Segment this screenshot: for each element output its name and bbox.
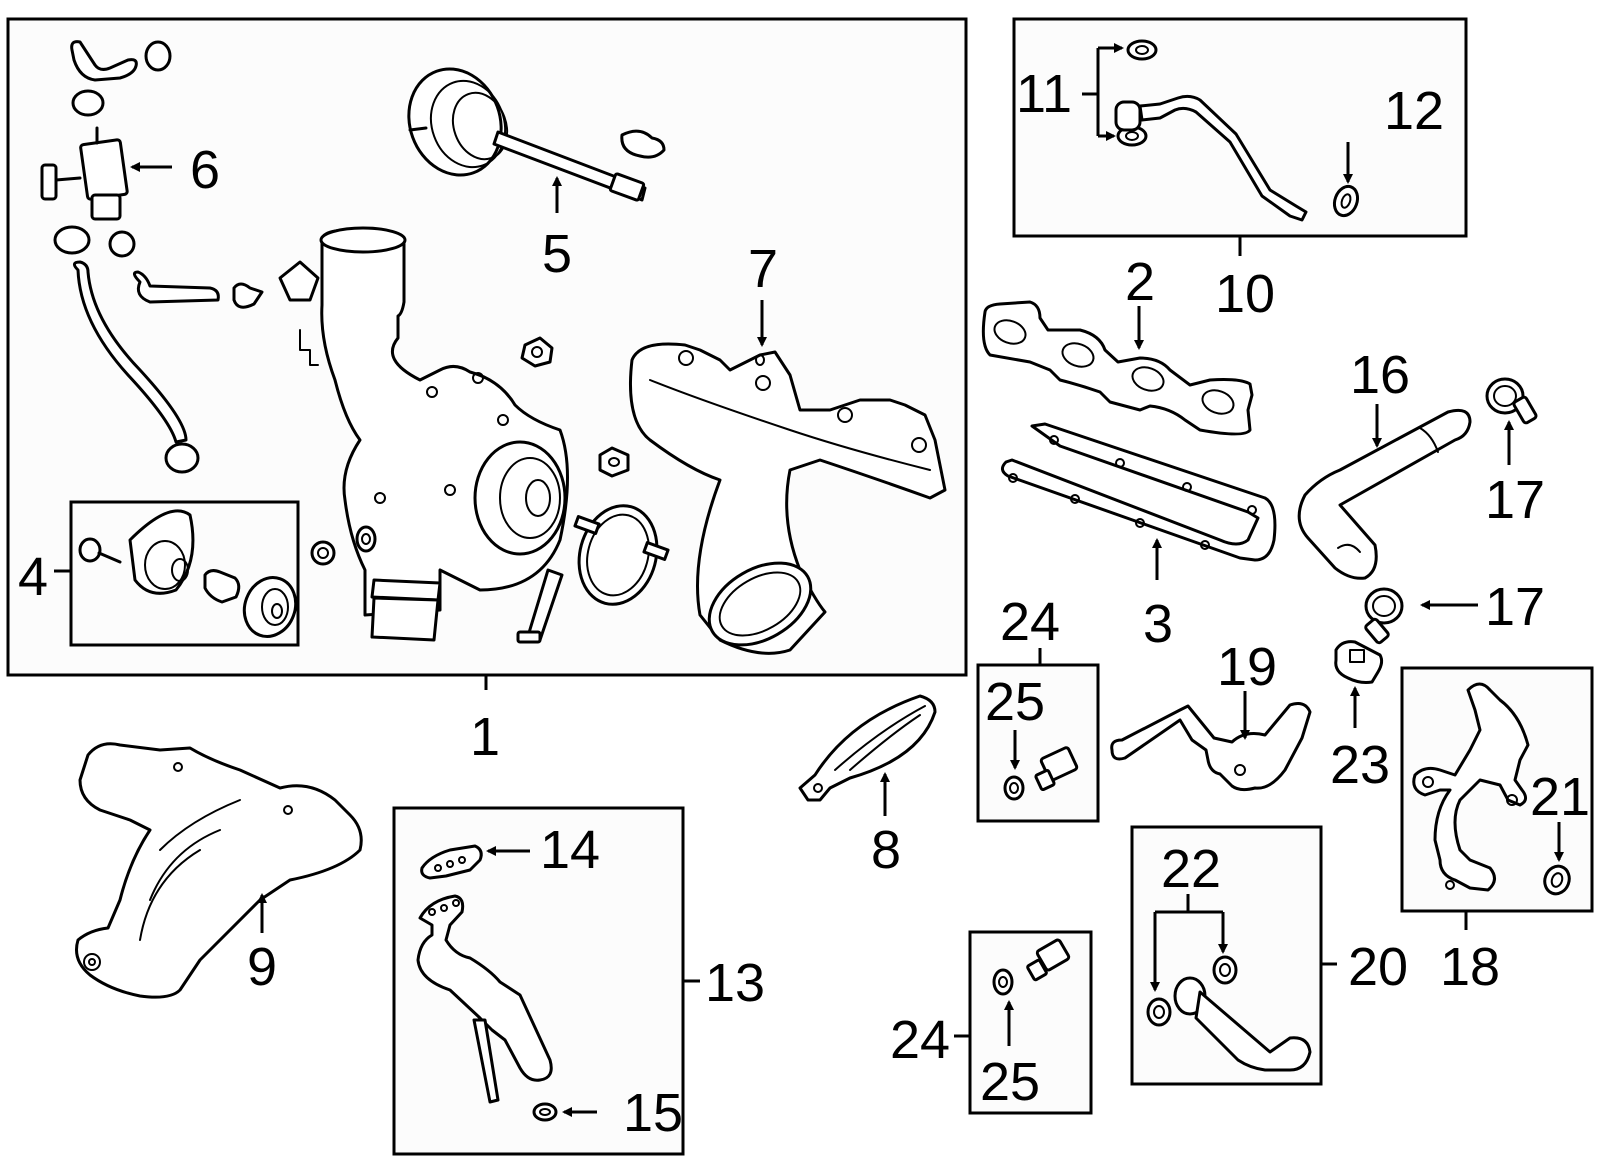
callout-21: 21 xyxy=(1530,767,1590,827)
turbo-outlet-gasket xyxy=(573,504,670,606)
callout-14: 14 xyxy=(540,820,600,880)
callout-22: 22 xyxy=(1161,839,1221,899)
hose-clamps-left xyxy=(53,225,264,474)
callout-11: 11 xyxy=(1016,64,1072,124)
part-17-hose-clamp-lower xyxy=(1364,587,1404,645)
group-box-10: 10 11 12 xyxy=(1012,17,1468,324)
part-7-exhaust-manifold xyxy=(628,342,947,655)
group-box-4: 4 xyxy=(18,500,300,647)
part-17-hose-clamp-upper xyxy=(1485,377,1538,425)
part-9-turbo-heat-shield xyxy=(75,742,363,999)
callout-1: 1 xyxy=(470,707,500,767)
callout-12: 12 xyxy=(1384,81,1444,141)
callout-8: 8 xyxy=(871,820,901,880)
vacuum-hose-upper xyxy=(70,40,172,117)
callout-9: 9 xyxy=(247,937,277,997)
callout-23: 23 xyxy=(1330,735,1390,795)
callout-13: 13 xyxy=(705,953,765,1013)
callout-17a: 17 xyxy=(1485,470,1545,530)
part-8-heat-shield xyxy=(798,694,937,802)
callout-7: 7 xyxy=(748,239,778,299)
callout-20: 20 xyxy=(1348,937,1408,997)
group-box-18: 18 21 xyxy=(1400,666,1594,997)
callout-2: 2 xyxy=(1125,252,1155,312)
group-box-24-upper: 24 25 xyxy=(976,592,1100,823)
part-16-coolant-hose xyxy=(1297,408,1472,580)
part-23-retaining-clip xyxy=(1334,640,1384,684)
callout-3: 3 xyxy=(1143,594,1173,654)
group-box-20: 20 22 xyxy=(1130,825,1408,1086)
group-box-13: 13 14 15 xyxy=(392,806,765,1156)
callout-16: 16 xyxy=(1350,345,1410,405)
callout-25b: 25 xyxy=(980,1052,1040,1112)
callout-5: 5 xyxy=(542,224,572,284)
callout-24a: 24 xyxy=(1000,592,1060,652)
turbocharger-housing xyxy=(278,226,630,642)
part-6-boost-solenoid xyxy=(40,126,129,221)
callout-17b: 17 xyxy=(1485,577,1545,637)
callout-18: 18 xyxy=(1440,937,1500,997)
callout-10: 10 xyxy=(1215,264,1275,324)
part-5-wastegate-actuator xyxy=(407,67,666,202)
turbo-fasteners xyxy=(310,525,564,644)
callout-4: 4 xyxy=(18,547,48,607)
callout-15: 15 xyxy=(623,1083,683,1143)
part-2-exhaust-manifold-gasket xyxy=(981,300,1254,436)
callout-19: 19 xyxy=(1217,637,1277,697)
callout-24b: 24 xyxy=(890,1010,950,1070)
part-19-coolant-pipe xyxy=(1110,702,1312,792)
group-box-24-lower: 24 25 xyxy=(890,930,1093,1115)
callout-6: 6 xyxy=(190,140,220,200)
part-3-manifold-heat-shield-gasket xyxy=(1001,422,1277,562)
callout-25a: 25 xyxy=(985,672,1045,732)
